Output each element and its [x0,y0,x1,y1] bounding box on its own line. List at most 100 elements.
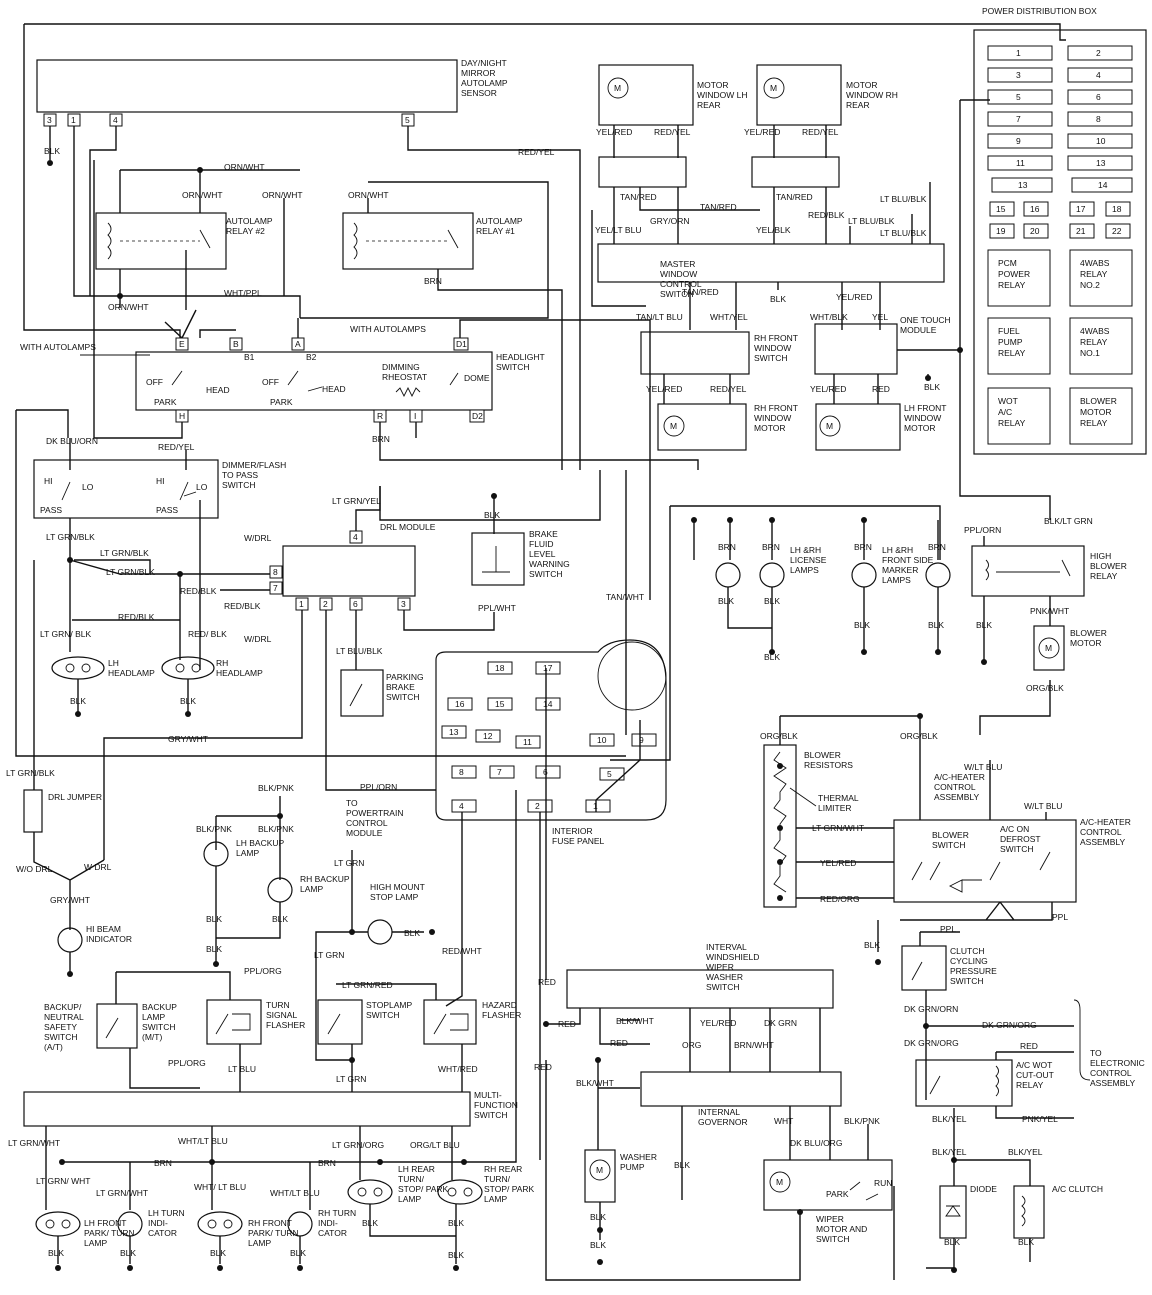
ac-clutch-label: A/C CLUTCH [1052,1184,1103,1194]
wire-label: RED [1020,1041,1038,1051]
wire-label: BRN [718,542,736,552]
svg-text:RELAY: RELAY [1080,269,1108,279]
wire-label: RED/YEL [802,127,839,137]
wire-label: ORN/WHT [262,190,303,200]
wire-label: YEL [872,312,888,322]
pdb-fuse: 1 [987,45,1053,61]
svg-text:20: 20 [1030,226,1040,236]
wire-label: YEL/RED [836,292,872,302]
svg-text:18: 18 [1112,204,1122,214]
wire-label: BLK [70,696,86,706]
svg-text:WOT: WOT [998,396,1018,406]
wire-label: TAN/LT BLU [636,312,683,322]
wire-label: BLK [764,596,780,606]
pdb-title: POWER DISTRIBUTION BOX [982,6,1097,16]
wire-label: LT GRN [334,858,364,868]
drl-label: DRL MODULE [380,522,436,532]
term: HEAD [206,385,230,395]
svg-text:7: 7 [497,767,502,777]
pin: 4 [353,532,358,542]
pin: R [377,411,383,421]
wire-label: BLK [864,940,880,950]
wire-label: TAN/WHT [606,592,644,602]
wire-label: LT BLU/BLK [880,228,927,238]
pdb-fuse: 5 [987,89,1053,105]
wire-label: GRY/WHT [168,734,208,744]
ifp-fuse: 14 [535,697,561,711]
pin: A [295,339,301,349]
wire-label: BRN [928,542,946,552]
term: W/DRL [244,634,272,644]
pdb-fuse: 15 [989,201,1015,217]
wire-label: BLK [44,146,60,156]
svg-text:17: 17 [543,663,553,673]
wire-label: BLK [590,1240,606,1250]
svg-text:5: 5 [607,769,612,779]
svg-text:4: 4 [1096,70,1101,80]
svg-text:A/C: A/C [998,407,1012,417]
svg-text:16: 16 [1030,204,1040,214]
ifp-fuse: 16 [447,697,473,711]
pin: D2 [472,411,483,421]
wire-label: LT GRN/ORG [332,1140,384,1150]
motor-glyph: M [1045,643,1052,653]
wire-label: RED [872,384,890,394]
svg-text:12: 12 [483,731,493,741]
wire-label: ORN/WHT [108,302,149,312]
wire-label: BLK [180,696,196,706]
wire-label: WHT/ LT BLU [194,1182,246,1192]
wire-label: BLK/YEL [1008,1147,1043,1157]
svg-text:RELAY: RELAY [998,280,1026,290]
wire-label: LT GRN/WHT [96,1188,148,1198]
wire-label: WHT/RED [438,1064,478,1074]
ifp-fuse: 6 [535,765,561,779]
wire-label: BLK [944,1237,960,1247]
svg-text:BLOWER: BLOWER [1080,396,1117,406]
pdb-fuse: 2 [1067,45,1133,61]
ifp-fuse: 8 [451,765,477,779]
term: LO [196,482,208,492]
pin: 3 [401,599,406,609]
motor-glyph: M [826,421,833,431]
svg-text:19: 19 [996,226,1006,236]
term: PARK [154,397,177,407]
wire-label: PPL [1052,912,1068,922]
wire-label: RED [610,1038,628,1048]
pin: E [179,339,185,349]
wire-label: TAN/RED [682,287,719,297]
wire-label: BLK [206,914,222,924]
wire-label: ORG/BLK [900,731,938,741]
wire-label: ORN/WHT [348,190,389,200]
pdb-fuse: 8 [1067,111,1133,127]
wire-label: PPL/ORN [964,525,1001,535]
wire-label: BLK/PNK [844,1116,880,1126]
ifp-fuse: 9 [631,733,657,747]
svg-text:6: 6 [1096,92,1101,102]
ifp-fuse: 13 [441,725,467,739]
term: PASS [156,505,178,515]
wire-label: PPL/ORG [244,966,282,976]
